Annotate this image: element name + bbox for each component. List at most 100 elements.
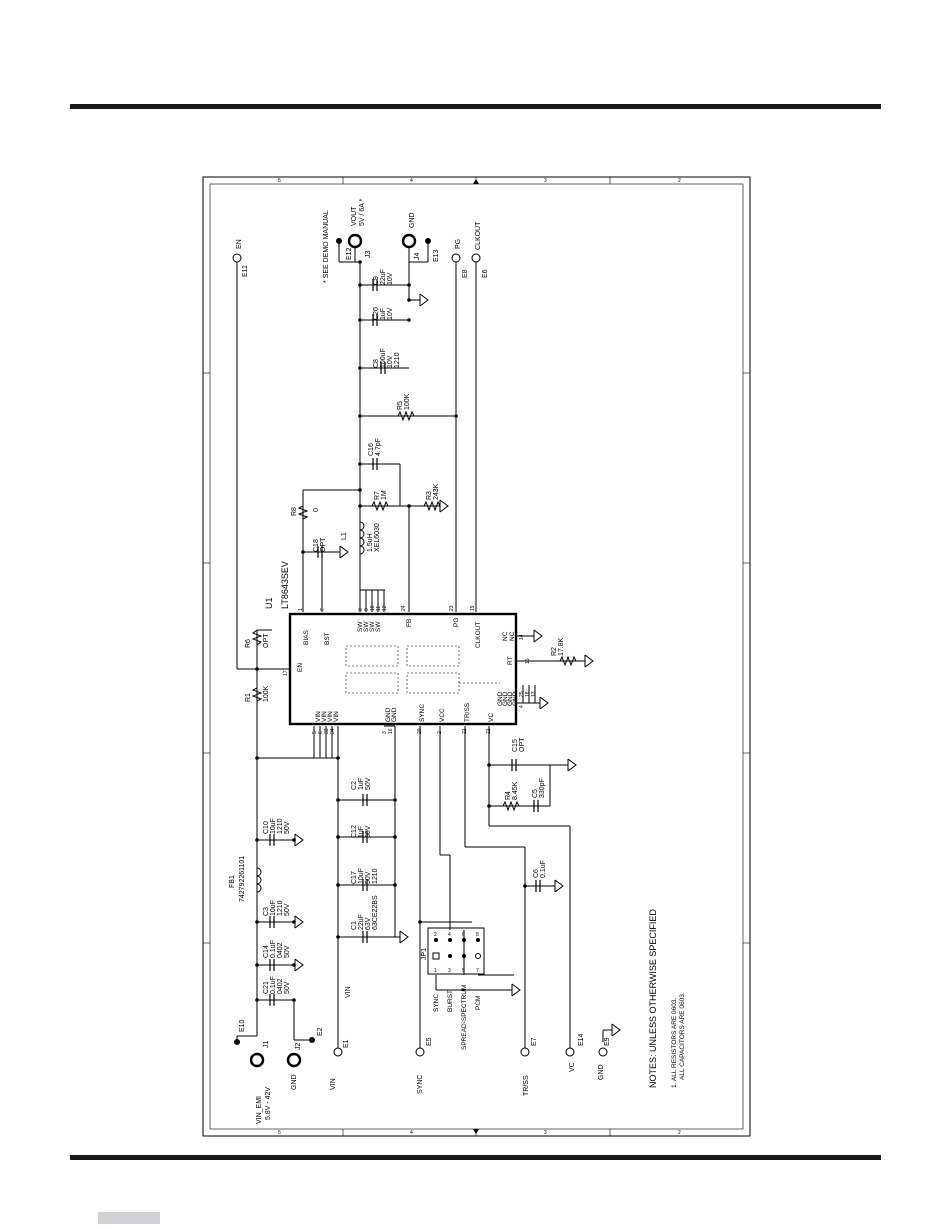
pin-number: 16: [388, 728, 394, 734]
pin-number: 14: [519, 634, 525, 640]
pin-label: SYNC: [419, 704, 426, 722]
pin-number: 8: [358, 608, 364, 611]
r4-ref: R4: [505, 791, 512, 800]
jp1-pin: 2: [434, 932, 437, 938]
pin-number: 2: [437, 731, 443, 734]
demo-note: * SEE DEMO MANUAL: [323, 210, 330, 283]
c8-value: 100uF: [380, 348, 387, 368]
ic-body: U1 LT8643SEV BIAS BST SW SW SW SW FB PG …: [264, 561, 537, 734]
notes-line-1: 1. ALL RESISTORS ARE 0603.: [671, 997, 678, 1088]
pin-label: SW: [357, 621, 364, 632]
c2-ref: C2: [351, 781, 358, 790]
r2-ref: R2: [551, 647, 558, 656]
r3-value: 243K: [433, 483, 440, 500]
gnd-out-label: GND: [409, 212, 416, 228]
pin-label: VIN: [327, 711, 334, 722]
j3-label: J3: [365, 251, 372, 259]
pin-number: 12: [382, 605, 388, 611]
pin-label: SW: [363, 621, 370, 632]
pin-number: 9: [364, 608, 370, 611]
r3-ref: R3: [426, 491, 433, 500]
pin-label: GND: [497, 691, 504, 706]
notes-heading: NOTES: UNLESS OTHERWISE SPECIFIED: [648, 909, 658, 1088]
ruler-digit: 3: [544, 1130, 547, 1136]
l1-part: XEL6030: [374, 523, 381, 552]
pin-number: 34: [330, 728, 336, 734]
jp1-pin: 6: [462, 932, 465, 938]
pin-number: 11: [376, 606, 382, 611]
c9-rating: 10V: [387, 272, 394, 285]
jp1-pin: 3: [448, 968, 451, 974]
c17-ref: C17: [351, 871, 358, 884]
c12-rating: 50V: [365, 825, 372, 838]
trss-label: TR/SS: [523, 1075, 530, 1096]
pin-number: 4: [519, 705, 525, 708]
c6-ref: C6: [533, 869, 540, 878]
pin-label: GND: [502, 691, 509, 706]
vin-range-label: 5.8V - 42V: [265, 1087, 272, 1120]
c10-rating: 50V: [284, 821, 291, 834]
pin-label: RT: [507, 656, 514, 665]
ic-ref: U1: [264, 597, 274, 609]
c2-rating: 50V: [365, 777, 372, 790]
c16-value: 4.7pF: [375, 438, 382, 456]
c17-value: 10uF: [358, 868, 365, 884]
r6-ref: R6: [245, 639, 252, 648]
c17-size: 1210: [372, 868, 379, 884]
c14-value: 0.1uF: [270, 940, 277, 958]
pin-number: 7: [320, 608, 326, 611]
pin-number: 24: [401, 605, 407, 611]
pin-number: 5: [312, 731, 318, 734]
c2-value: 1uF: [358, 778, 365, 790]
e1-label: E1: [343, 1039, 350, 1048]
pg-label: PG: [455, 239, 462, 249]
c8-rating: 10V: [387, 355, 394, 368]
ground-symbols: [294, 293, 621, 1037]
resistor-symbols: [251, 410, 577, 893]
vin-label: VIN: [330, 1078, 337, 1090]
c10-size: 1210: [277, 818, 284, 834]
pin-label: VIN: [333, 711, 340, 722]
r2-value: 17.8K: [558, 637, 565, 656]
c12-ref: C12: [351, 825, 358, 838]
r6-value: OPT: [263, 633, 270, 648]
pin-label: EN: [297, 663, 304, 672]
c14-size: 0402: [277, 942, 284, 958]
fb1-part: 742792261101: [239, 856, 246, 902]
sync-label: SYNC: [417, 1075, 424, 1094]
c5-value: 330pF: [539, 778, 546, 798]
pin-label: TR/SS: [464, 702, 471, 722]
c20-rating: 10V: [387, 307, 394, 320]
r7-value: 1M: [381, 490, 388, 500]
e14-label: E14: [578, 1033, 585, 1046]
j1-label: J1: [263, 1041, 270, 1049]
pin-number: 17: [283, 670, 289, 676]
jumper-label-pcm: PCM: [475, 996, 482, 1010]
c8-ref: C8: [373, 359, 380, 368]
junction-dots: [255, 260, 527, 1002]
c5-ref: C5: [532, 789, 539, 798]
jumper-labels: SYNC BURST SPREAD-SPECTRUM PCM: [433, 985, 482, 1050]
pin-label: CLKOUT: [475, 622, 482, 648]
pin-label: SW: [375, 621, 382, 632]
e8-label: E8: [462, 269, 469, 278]
ruler-digit: 5: [278, 178, 281, 184]
ruler-digit: 2: [678, 1130, 681, 1136]
jumper-label-sync: SYNC: [433, 994, 440, 1012]
c21-rating: 50V: [284, 981, 291, 994]
gnd-e9-label: GND: [598, 1064, 605, 1080]
e9-label: E9: [604, 1037, 611, 1046]
j4-label: J4: [414, 253, 421, 261]
capacitor-symbols: [269, 279, 541, 1006]
r5-ref: R5: [397, 401, 404, 410]
jp1-pin: 7: [476, 968, 479, 974]
vc-label: VC: [569, 1062, 576, 1072]
ic-part: LT8643SEV: [280, 561, 290, 609]
e6-label: E6: [482, 269, 489, 278]
c9-ref: C9: [373, 276, 380, 285]
footer-tab: [98, 1212, 160, 1224]
e10-label: E10: [239, 1019, 246, 1032]
c21-value: 0.1uF: [270, 976, 277, 994]
c9-value: 22uF: [380, 269, 387, 285]
